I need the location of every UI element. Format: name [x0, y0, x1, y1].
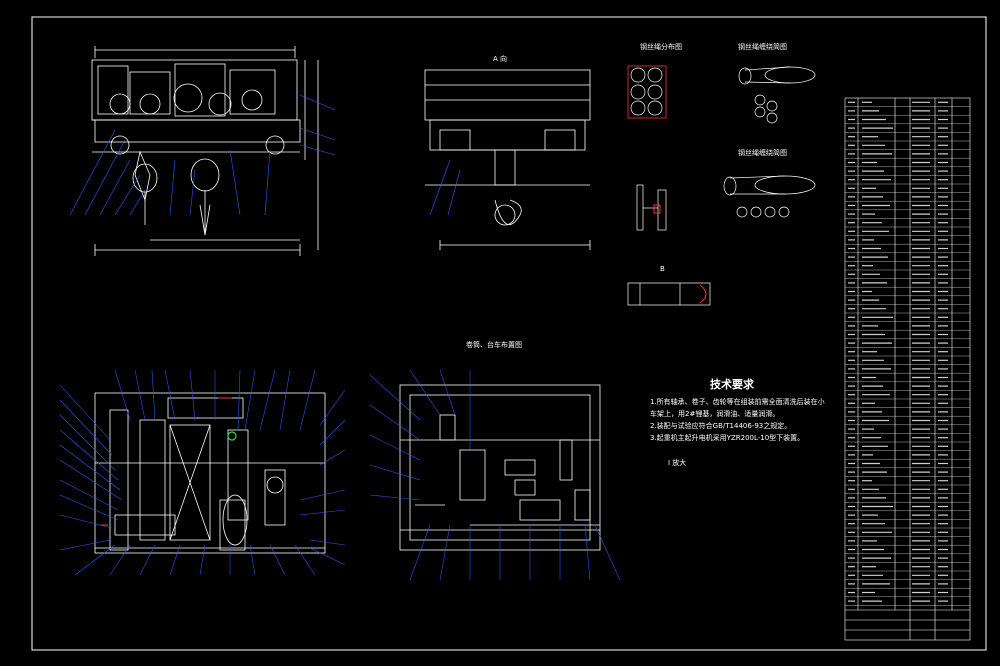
section-b-title: B [660, 265, 665, 273]
parts-list-rows [845, 106, 970, 606]
technical-requirements-title: 技术要求 [710, 378, 754, 391]
sheave-detail-red [627, 65, 667, 119]
a-view-title: A 向 [493, 55, 508, 63]
sheave-detail [630, 67, 663, 116]
parts-list-entries [848, 101, 948, 602]
section-b-label: I 放大 [668, 459, 687, 467]
small-detail-1 [636, 184, 667, 231]
parts-list-table [844, 97, 971, 641]
technical-requirement-3: 3.起重机主起升电机采用YZR200L-10型下装置。 [650, 434, 805, 442]
technical-requirement-2: 2.装配与试验应符合GB/T14406-93之规定。 [650, 422, 792, 430]
front-view [91, 46, 319, 256]
a-view [424, 69, 591, 250]
small-detail-2-accent [699, 284, 707, 304]
trolley-green [227, 431, 237, 441]
trolley-accent [100, 397, 232, 526]
rope-reeving-1 [738, 66, 816, 124]
trolley-leaders [59, 369, 346, 576]
small-detail-1-accent [653, 204, 661, 214]
layout-leaders [369, 369, 621, 581]
rope-view-2-title: 钢丝绳缠绕简图 [738, 149, 787, 157]
rope-reeving-2 [723, 175, 816, 218]
technical-requirement-1: 1.所有轴承、卷子、齿轮等在组装前需全面清洗后装在小 [650, 398, 825, 406]
small-detail-2 [627, 282, 711, 306]
sheave-view-title: 钢丝绳分布图 [640, 43, 682, 51]
layout-view-title: 卷筒、台车布置图 [466, 341, 522, 349]
front-view-leaders [69, 94, 336, 216]
a-view-leaders [429, 159, 461, 216]
technical-requirement-1b: 车架上，用2#锂基，润滑油、适量润滑。 [650, 410, 780, 418]
rope-view-1-title: 钢丝绳缠绕简图 [738, 43, 787, 51]
trolley-plan-view [94, 392, 326, 554]
outer-frame [31, 16, 987, 651]
